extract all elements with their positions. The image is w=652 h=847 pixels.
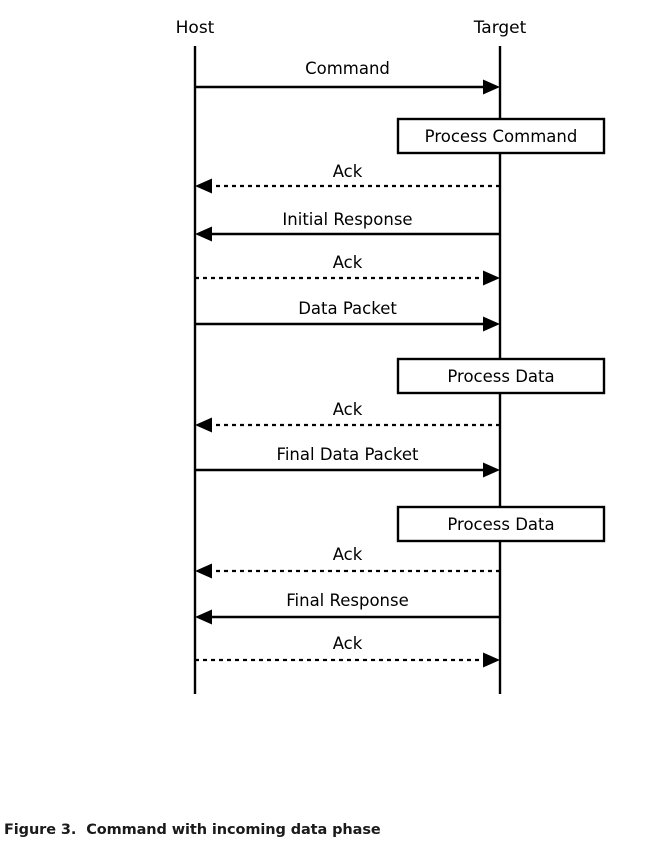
box-process-data-2-rect	[396, 505, 606, 543]
msg-ack-4: Ack	[195, 545, 500, 579]
msg-command-arrowhead-icon	[483, 79, 500, 95]
msg-ack-1: Ack	[195, 162, 500, 194]
box-process-data-2-label: Process Data	[447, 515, 554, 534]
msg-ack-2-label: Ack	[333, 253, 363, 272]
msg-ack-2: Ack	[195, 253, 500, 286]
msg-ack-5-label: Ack	[333, 634, 363, 653]
msg-ack-4-arrowhead-icon	[195, 563, 212, 579]
msg-ack-4-label: Ack	[333, 545, 363, 564]
msg-final-data-packet-label: Final Data Packet	[277, 445, 419, 464]
msg-initial-response-arrowhead-icon	[195, 226, 212, 242]
msg-final-response: Final Response	[195, 591, 500, 625]
box-process-command-label: Process Command	[425, 127, 578, 146]
box-process-data-2: Process Data	[396, 505, 606, 543]
msg-final-data-packet-arrowhead-icon	[483, 462, 500, 478]
msg-data-packet-arrowhead-icon	[483, 316, 500, 332]
msg-ack-2-arrowhead-icon	[483, 270, 500, 286]
msg-ack-3-arrowhead-icon	[195, 417, 212, 433]
msg-final-response-arrowhead-icon	[195, 609, 212, 625]
msg-ack-3-label: Ack	[333, 400, 363, 419]
msg-command: Command	[195, 59, 500, 95]
msg-ack-3: Ack	[195, 400, 500, 433]
box-process-data-1-rect	[396, 357, 606, 395]
msg-ack-5: Ack	[195, 634, 500, 668]
msg-data-packet-label: Data Packet	[298, 299, 397, 318]
box-process-command-rect	[396, 117, 606, 155]
lifeline-title-target: Target	[473, 18, 527, 38]
msg-initial-response: Initial Response	[195, 210, 500, 242]
msg-final-response-label: Final Response	[286, 591, 409, 610]
msg-ack-1-label: Ack	[333, 162, 363, 181]
msg-command-label: Command	[305, 59, 390, 78]
lifeline-title-host: Host	[176, 18, 215, 38]
msg-ack-1-arrowhead-icon	[195, 178, 212, 194]
msg-initial-response-label: Initial Response	[282, 210, 412, 229]
figure-caption: Figure 3. Command with incoming data pha…	[4, 822, 381, 838]
msg-data-packet: Data Packet	[195, 299, 500, 332]
box-process-data-1-label: Process Data	[447, 367, 554, 386]
msg-ack-5-arrowhead-icon	[483, 652, 500, 668]
msg-final-data-packet: Final Data Packet	[195, 445, 500, 478]
lifeline-titles: Host Target	[176, 18, 527, 38]
box-process-data-1: Process Data	[396, 357, 606, 395]
box-process-command: Process Command	[396, 117, 606, 155]
